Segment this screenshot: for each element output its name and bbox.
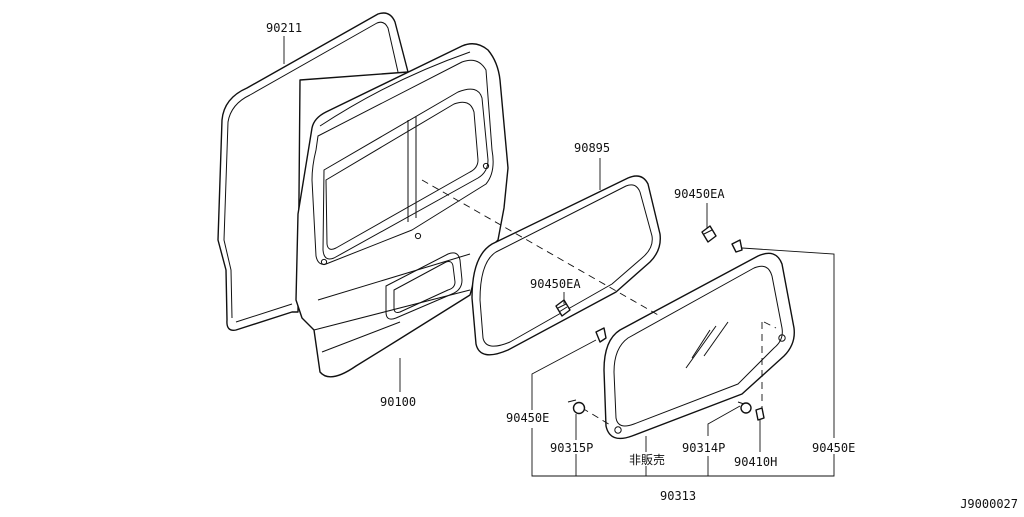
clip-wedge-icon [731, 239, 743, 253]
stopper-icon [755, 407, 765, 421]
label-stopper: 90410H [734, 455, 777, 469]
weatherstrip-seal [217, 12, 409, 331]
alignment-lines [421, 179, 777, 427]
label-fastener-left: 90450E [506, 411, 549, 425]
clip-lower-icon [555, 299, 571, 317]
label-plug-right: 90314P [682, 441, 725, 455]
label-plug-left: 90315P [550, 441, 593, 455]
label-fastener-right: 90450E [812, 441, 855, 455]
label-clip-upper: 90450EA [674, 187, 725, 201]
plug-right-icon [737, 401, 752, 414]
label-glass-molding: 90895 [574, 141, 610, 155]
back-door-panel [295, 43, 509, 378]
label-weatherstrip: 90211 [266, 21, 302, 35]
fastener-wedge-icon [595, 327, 607, 343]
glass-molding [471, 175, 661, 356]
label-clip-lower: 90450EA [530, 277, 581, 291]
label-glass-assembly: 90313 [660, 489, 696, 503]
glass-assembly [603, 252, 795, 440]
label-back-door-panel: 90100 [380, 395, 416, 409]
diagram-id: J9000027 [960, 497, 1018, 511]
clip-upper-icon [701, 225, 717, 243]
plug-left-icon [567, 399, 586, 415]
leader-lines [283, 36, 835, 477]
label-not-for-sale: 非販売 [629, 452, 665, 467]
